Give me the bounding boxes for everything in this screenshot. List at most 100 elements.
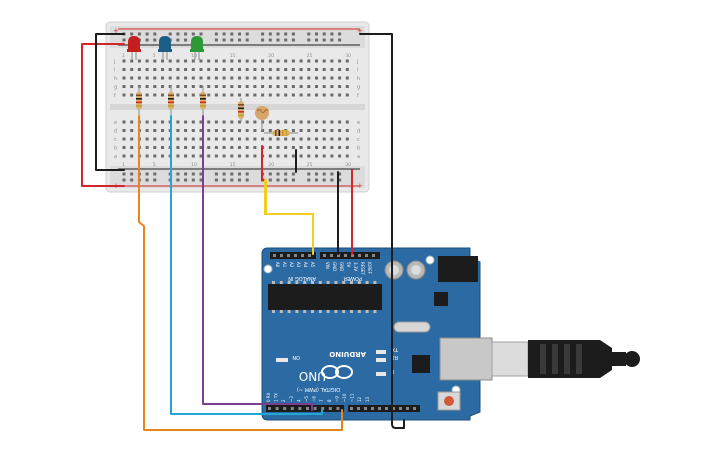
- header-pin: [372, 254, 375, 257]
- breadboard-hole: [130, 85, 134, 88]
- chip-leg: [373, 281, 377, 284]
- breadboard-hole: [238, 68, 241, 71]
- wires: [81, 33, 405, 431]
- analog-pin-label: A5: [310, 262, 315, 268]
- breadboard-hole: [276, 146, 280, 149]
- breadboard-hole: [153, 93, 157, 97]
- capacitor-top: [411, 265, 421, 275]
- wire-black-rail: [95, 33, 125, 171]
- chip-leg: [287, 310, 291, 313]
- breadboard-hole: [199, 137, 203, 141]
- rail-hole: [130, 178, 134, 182]
- rail-hole: [276, 172, 280, 176]
- breadboard-hole: [261, 137, 265, 141]
- breadboard-hole: [299, 68, 303, 71]
- header-pin: [298, 407, 302, 410]
- breadboard-hole: [199, 129, 203, 132]
- breadboard-hole: [214, 59, 218, 63]
- column-number: 15: [230, 162, 236, 168]
- breadboard-hole: [207, 93, 211, 97]
- center-channel: [110, 104, 365, 110]
- breadboard-hole: [245, 93, 249, 97]
- header-pin: [371, 407, 374, 410]
- header-pin: [330, 254, 333, 257]
- breadboard-hole: [153, 59, 157, 63]
- breadboard-hole: [322, 68, 326, 71]
- breadboard-hole: [145, 154, 149, 158]
- row-letter: d: [357, 129, 360, 135]
- breadboard-hole: [245, 146, 249, 149]
- breadboard-hole: [222, 59, 226, 63]
- chip-leg: [326, 281, 330, 284]
- resistor-band: [136, 105, 142, 107]
- rail-hole: [176, 178, 180, 182]
- analog-pin-label: A0: [275, 262, 280, 268]
- header-pin: [357, 407, 360, 410]
- breadboard-hole: [330, 85, 334, 88]
- header-pin: [328, 407, 332, 410]
- breadboard-hole: [122, 59, 126, 63]
- breadboard-hole: [199, 85, 203, 88]
- breadboard-hole: [284, 76, 288, 80]
- breadboard-hole: [315, 146, 318, 149]
- breadboard-hole: [176, 93, 180, 97]
- reset-button[interactable]: [444, 396, 454, 406]
- breadboard-hole: [345, 146, 349, 149]
- breadboard-hole: [345, 154, 349, 158]
- breadboard-hole: [238, 59, 241, 63]
- tx-led: [376, 350, 386, 354]
- breadboard-hole: [222, 146, 226, 149]
- rail-hole: [291, 172, 295, 176]
- rail-hole: [315, 178, 318, 182]
- breadboard-hole: [184, 146, 188, 149]
- chip-leg: [295, 310, 299, 313]
- breadboard-hole: [338, 129, 342, 132]
- breadboard-hole: [291, 120, 295, 124]
- breadboard-hole: [284, 59, 288, 63]
- breadboard-hole: [307, 85, 311, 88]
- breadboard-hole: [276, 93, 280, 97]
- rail-hole: [322, 172, 326, 176]
- rail-hole: [307, 178, 311, 182]
- breadboard-hole: [214, 68, 218, 71]
- rail-hole: [268, 32, 272, 36]
- breadboard-hole: [307, 137, 311, 141]
- breadboard-hole: [299, 76, 303, 80]
- breadboard-hole: [168, 59, 172, 63]
- header-pin: [308, 254, 311, 257]
- column-number: 1: [122, 53, 125, 59]
- breadboard-hole: [291, 93, 295, 97]
- breadboard-hole: [238, 146, 241, 149]
- rail-hole: [230, 32, 234, 36]
- breadboard-hole: [145, 76, 149, 80]
- breadboard-hole: [153, 137, 157, 141]
- row-letter: f: [357, 93, 359, 99]
- breadboard-hole: [238, 85, 241, 88]
- rx-label: RX: [391, 354, 398, 360]
- breadboard-hole: [153, 146, 157, 149]
- rail-hole: [268, 38, 272, 42]
- rail-hole: [245, 178, 249, 182]
- arduino-logo: [321, 365, 353, 379]
- usb-chip: [412, 355, 430, 373]
- breadboard-hole: [238, 76, 241, 80]
- breadboard-hole: [145, 68, 149, 71]
- breadboard-hole: [315, 85, 318, 88]
- breadboard-hole: [230, 129, 234, 132]
- breadboard-hole: [276, 120, 280, 124]
- led-base: [158, 49, 172, 52]
- on-led: [276, 358, 288, 362]
- breadboard-hole: [291, 68, 295, 71]
- breadboard-hole: [299, 146, 303, 149]
- breadboard-hole: [207, 120, 211, 124]
- resistor-band: [200, 98, 206, 100]
- top-power-rail: [110, 26, 365, 48]
- breadboard-hole: [199, 146, 203, 149]
- resistor-band: [238, 107, 244, 110]
- row-letter: i: [114, 68, 115, 74]
- breadboard-hole: [276, 68, 280, 71]
- voltage-regulator: [434, 292, 448, 306]
- arduino-board[interactable]: UNO ARDUINO ON TX RX L ANALOG IN POWER D…: [261, 247, 493, 421]
